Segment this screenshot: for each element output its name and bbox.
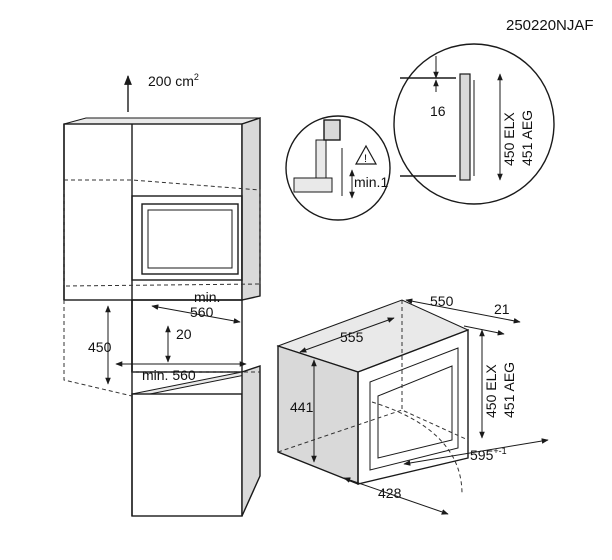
appliance-height-elx: 450 ELX — [483, 364, 499, 418]
svg-text:!: ! — [364, 153, 367, 165]
niche-height-label: 450 — [88, 339, 112, 355]
appliance-drawing — [276, 299, 470, 495]
niche-width-value: 560 — [190, 304, 214, 320]
warning-min-label: min.1 — [354, 174, 388, 190]
appliance-width: 555 — [340, 329, 364, 345]
detail-gap-label: 16 — [430, 103, 446, 119]
appliance-front-depth: 21 — [494, 301, 510, 317]
door-depth: 428 — [378, 485, 402, 501]
cabinet-column — [63, 117, 261, 517]
detail-height-aeg: 451 AEG — [519, 110, 535, 166]
detail-height-elx: 450 ELX — [501, 112, 517, 166]
gap-label: 20 — [176, 326, 192, 342]
ventilation-label: 200 cm2 — [148, 72, 199, 89]
appliance-height-aeg: 451 AEG — [501, 362, 517, 418]
niche-width-min: min. — [194, 289, 220, 305]
mounting-detail: 16 450 ELX 451 AEG — [393, 43, 555, 205]
appliance-height: 441 — [290, 399, 314, 415]
niche-depth-label: min. 560 — [142, 367, 196, 383]
warning-detail: ! min.1 — [285, 115, 391, 221]
appliance-front-width: 595+-1 — [470, 446, 507, 463]
doc-code: 250220NJAF — [506, 17, 594, 34]
